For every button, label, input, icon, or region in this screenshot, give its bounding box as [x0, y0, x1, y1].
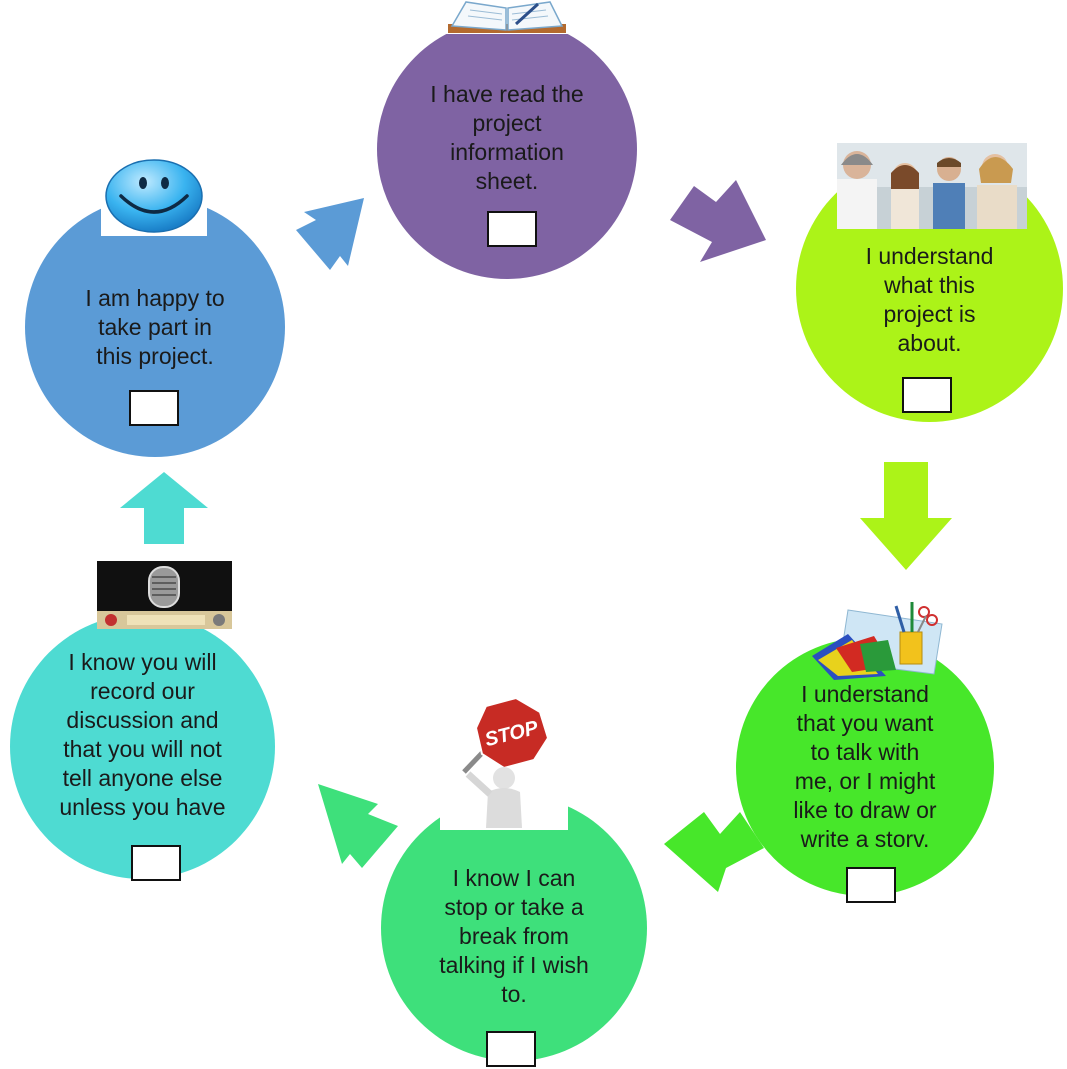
stop-sign-icon: STOP [440, 698, 568, 830]
step-stop-circle [381, 795, 647, 1061]
arrow-record-to-happy-shape [120, 472, 208, 544]
arrow-happy-to-read [296, 198, 364, 270]
step-record-circle [10, 614, 275, 879]
step-happy-checkbox[interactable] [129, 390, 179, 426]
arrow-stop-to-record-shape [318, 784, 398, 868]
arrow-record-to-happy [120, 472, 208, 544]
step-talk-circle [736, 638, 994, 896]
smiley-face-icon [101, 158, 207, 236]
step-talk-checkbox[interactable] [846, 867, 896, 903]
arrow-talk-to-stop-shape [664, 812, 764, 892]
step-record-checkbox[interactable] [131, 845, 181, 881]
arrow-read-to-understand [670, 180, 766, 262]
arrow-read-to-understand-shape [670, 180, 766, 262]
open-book-icon [446, 0, 568, 34]
step-happy-text: I am happy to take part in this project. [85, 285, 225, 369]
step-record-text: I know you will record our discussion an… [59, 649, 226, 820]
step-read-text: I have read the project information shee… [430, 81, 584, 194]
arrow-happy-to-read-shape [296, 198, 364, 270]
step-talk-text: I understand that you want to talk with … [793, 681, 937, 852]
step-stop-checkbox[interactable] [486, 1031, 536, 1067]
step-understand-checkbox[interactable] [902, 377, 952, 413]
group-photo-icon [837, 143, 1027, 229]
art-supplies-icon [808, 600, 948, 680]
arrow-understand-to-talk-shape [860, 462, 952, 570]
arrow-understand-to-talk [860, 462, 952, 570]
step-understand-text: I understand what this project is about. [865, 243, 994, 356]
step-read-checkbox[interactable] [487, 211, 537, 247]
step-stop-text: I know I can stop or take a break from t… [439, 865, 589, 1007]
arrow-talk-to-stop [664, 812, 764, 892]
microphone-icon [97, 561, 232, 629]
arrow-stop-to-record [318, 784, 398, 868]
